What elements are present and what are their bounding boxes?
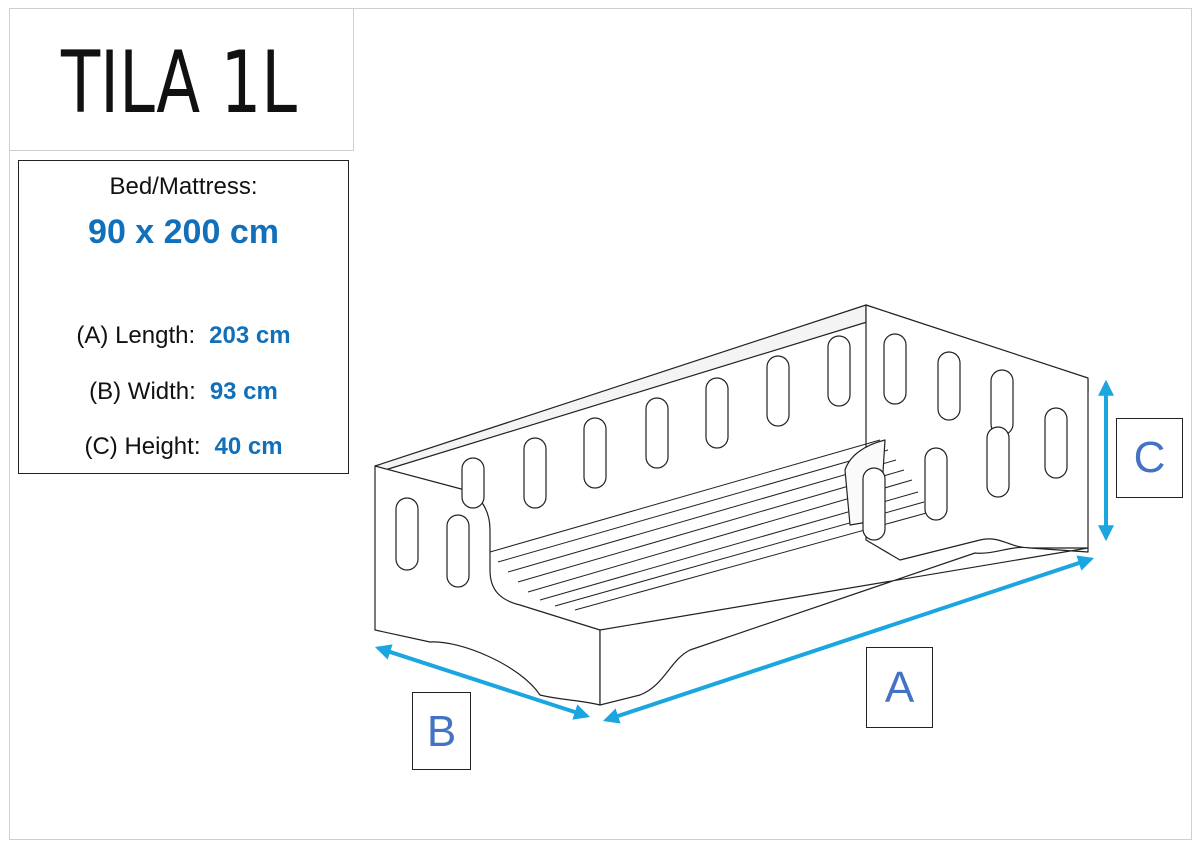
cutouts [395,333,1068,588]
cutout [986,426,1010,498]
height-row: (C) Height: 40 cm [19,433,348,461]
cutout [645,397,669,469]
spec-box: Bed/Mattress: 90 x 200 cm (A) Length: 203… [18,160,349,474]
cutout [395,497,419,571]
cutout [827,335,851,407]
cutout [583,417,607,489]
page-frame [9,8,1192,840]
spec-heading: Bed/Mattress: [109,173,258,200]
length-label: (A) Length: [76,322,196,349]
title-box: TILA 1L [9,8,354,151]
length-arrow [602,555,1095,724]
cutout [924,447,948,521]
width-arrow [374,644,591,720]
cutout [461,457,485,509]
length-marker: A [866,647,933,728]
dimension-arrows [374,379,1114,724]
width-marker: B [412,692,471,770]
cutout [446,514,470,588]
cutout [937,351,961,421]
cutout [523,437,547,509]
product-title: TILA 1L [60,33,297,133]
length-row: (A) Length: 203 cm [19,322,348,350]
height-marker: C [1116,418,1183,498]
side-wall [599,546,1089,706]
length-value: 203 cm [209,322,291,349]
cutout [1044,407,1068,479]
height-label: (C) Height: [84,433,201,460]
mattress-size: 90 x 200 cm [88,213,279,251]
cutout [766,355,790,427]
title-graphic: TILA 1L [60,33,297,133]
cutout [862,467,886,541]
cutout [883,333,907,405]
cutout [990,369,1014,436]
head-wall [865,304,1089,561]
cutout [705,377,729,449]
height-value: 40 cm [214,433,283,460]
width-label: (B) Width: [89,378,196,405]
width-value: 93 cm [209,378,278,405]
width-row: (B) Width: 93 cm [19,378,348,406]
